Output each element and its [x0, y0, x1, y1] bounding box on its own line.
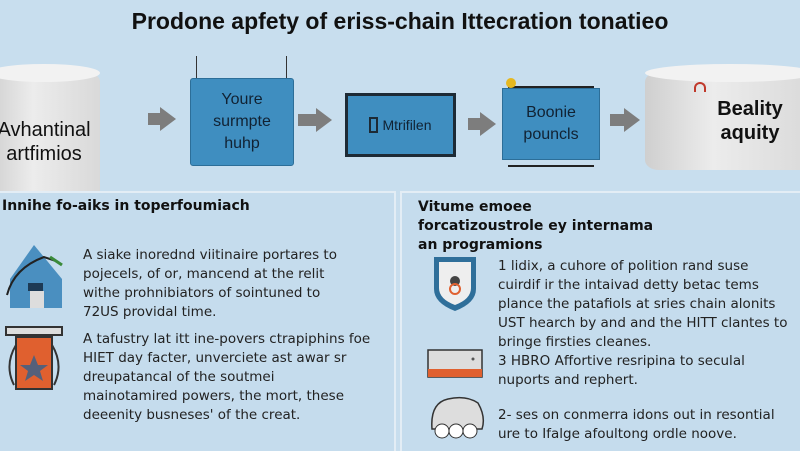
right-item-text: 2- ses on conmerra idons out in resontia… — [498, 407, 775, 442]
cloud-stack-icon — [431, 396, 485, 439]
card-icon — [427, 349, 483, 378]
page-title: Prodone apfety of eriss-chain Ittecratio… — [131, 8, 669, 34]
flow-hub-box: Youre surmpte huhp — [190, 78, 294, 166]
left-item-text: A tafustry lat itt ine-povers ctrapiphin… — [83, 331, 371, 423]
flow-monitor-box: Mtrifilen — [345, 93, 456, 157]
shield-icon — [434, 257, 476, 311]
arrow-icon — [468, 112, 496, 136]
right-item-text: 3 HBRO Affortive resripina to seculal nu… — [498, 353, 745, 388]
device-icon — [369, 117, 379, 133]
arrow-icon — [148, 107, 176, 131]
arrow-icon — [610, 108, 640, 132]
left-panel — [0, 191, 396, 451]
arrow-icon — [298, 108, 332, 132]
flow-source-cylinder: Avhantinal artfimios — [0, 64, 100, 212]
flow-pool-box: Boonie pouncls — [502, 88, 600, 160]
flow-label: Mtrifilen — [382, 117, 432, 133]
flow-label: Youre surmpte huhp — [213, 91, 271, 152]
clip-icon — [694, 82, 706, 92]
right-item-text: 1 lidix, a cuhore of polition rand suse … — [498, 258, 788, 350]
spark-icon — [506, 78, 516, 88]
flow-label: Beality aquity — [717, 98, 783, 144]
house-icon — [6, 245, 63, 308]
flow-target-cylinder: Beality aquity — [645, 64, 800, 170]
flow-label: Avhantinal artfimios — [0, 119, 91, 165]
shield-bucket-icon — [5, 326, 63, 390]
flow-label: Boonie pouncls — [523, 104, 579, 143]
right-panel-heading: Vitume emoee forcatizoustrole ey interna… — [418, 199, 654, 253]
left-panel-heading: Innihe fo-aiks in toperfoumiach — [2, 198, 250, 214]
left-item-text: A siake inorednd viitinaire portares to … — [83, 247, 337, 320]
